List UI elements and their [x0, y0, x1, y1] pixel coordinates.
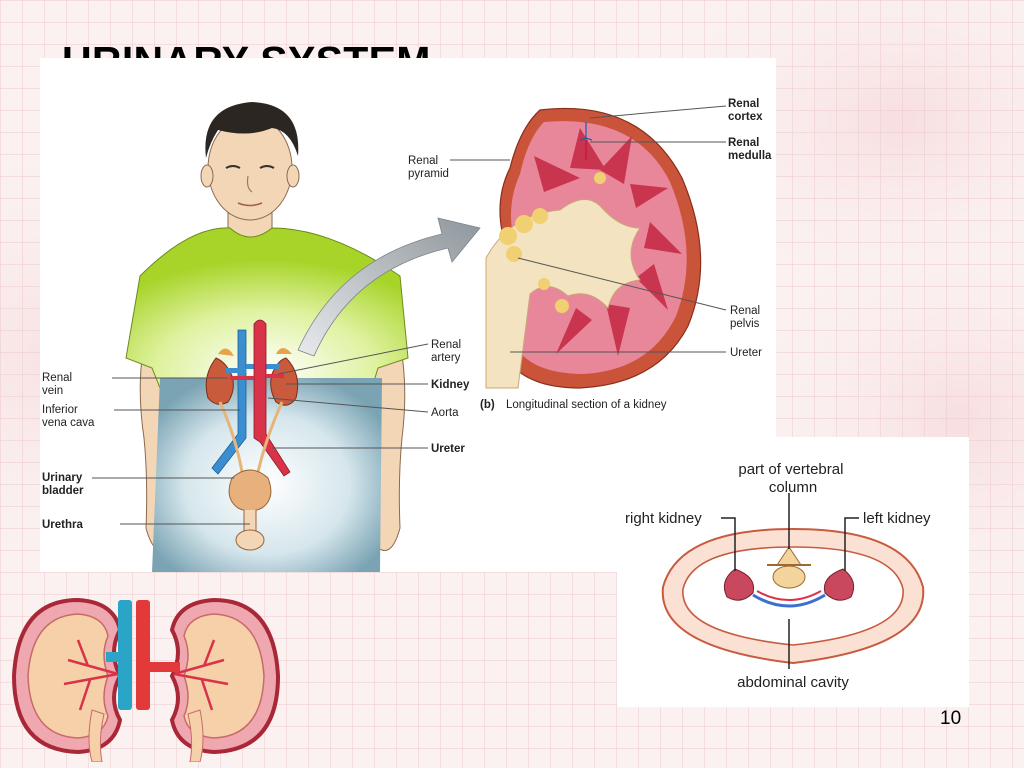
label-renal-medulla: Renal medulla	[728, 137, 772, 162]
kidney-section-illustration	[485, 107, 702, 389]
label-kidney: Kidney	[431, 379, 470, 391]
label-left-kidney: left kidney	[863, 510, 931, 527]
label-aorta: Aorta	[431, 407, 459, 419]
caption-letter: (b)	[480, 399, 495, 411]
label-ureter-section: Ureter	[730, 347, 762, 359]
label-renal-pelvis: Renal pelvis	[730, 305, 763, 330]
human-figure	[125, 102, 409, 572]
urinary-system-diagram: Renal vein Inferior vena cava Urinary bl…	[40, 58, 776, 572]
zoom-arrow	[297, 217, 481, 357]
caption-kidney-section: Longitudinal section of a kidney	[506, 399, 667, 411]
label-renal-vein: Renal vein	[42, 372, 75, 397]
slide-number: 10	[940, 708, 962, 729]
label-ureter-body: Ureter	[431, 443, 465, 455]
label-abdominal-cavity: abdominal cavity	[737, 674, 849, 691]
abdominal-cross-section-diagram: part of vertebral column right kidney le…	[617, 437, 969, 707]
leader-lines	[92, 105, 727, 525]
label-inferior-vena-cava: Inferior vena cava	[42, 404, 95, 429]
kidneys-decorative-icon	[11, 597, 281, 762]
label-renal-cortex: Renal cortex	[728, 98, 763, 123]
label-renal-artery: Renal artery	[431, 339, 464, 364]
label-renal-pyramid: Renal pyramid	[408, 155, 449, 180]
label-urinary-bladder: Urinary bladder	[42, 472, 85, 497]
label-right-kidney: right kidney	[625, 510, 702, 527]
label-part-of-vertebral-column: part of vertebral column	[738, 461, 847, 496]
urinary-organs	[205, 319, 299, 551]
label-urethra: Urethra	[42, 519, 84, 531]
